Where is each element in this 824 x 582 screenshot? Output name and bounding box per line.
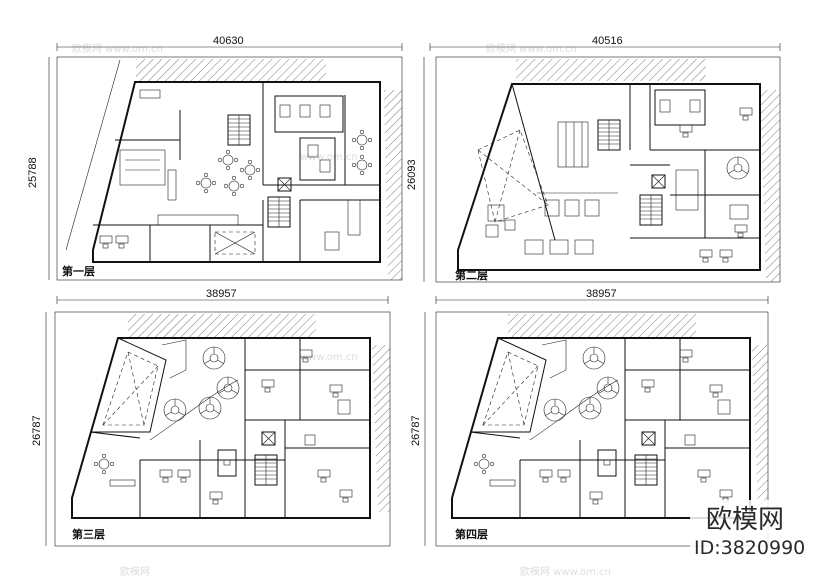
furniture — [99, 89, 373, 255]
watermark-brand: 欧模网 — [706, 505, 784, 535]
hatched-neighbor-top — [508, 314, 696, 338]
height-dimension-label: 25788 — [27, 157, 39, 188]
outer-wall — [451, 337, 751, 519]
dimension-height: 25788 — [27, 57, 50, 280]
svg-text:欧模网 www.om.cn: 欧模网 www.om.cn — [486, 43, 577, 55]
furniture — [477, 99, 753, 263]
interior-walls — [469, 337, 750, 518]
floor-plan-2: 40516 26093 — [406, 35, 781, 283]
hatched-neighbor-top — [128, 314, 316, 338]
floor-plan-4: 38957 26787 — [410, 288, 769, 547]
watermark: 欧模网 ID:3820990 — [690, 500, 818, 562]
hatched-neighbor-right — [384, 90, 402, 280]
interior-walls — [511, 83, 760, 241]
floor-plan-1: 40630 25788 — [27, 35, 403, 281]
hatched-neighbor-top — [516, 59, 706, 81]
floor-label: 第一层 — [62, 264, 95, 278]
height-dimension-label: 26093 — [406, 159, 418, 190]
svg-text:欧模网 www.om.cn: 欧模网 www.om.cn — [520, 566, 611, 578]
hatched-neighbor-right — [752, 345, 768, 512]
floor-label: 第三层 — [72, 527, 105, 541]
dimension-width: 38957 — [435, 288, 769, 304]
hatched-neighbor-top — [136, 59, 326, 81]
interior-walls — [89, 337, 370, 518]
svg-text:欧模网 www.om.cn: 欧模网 www.om.cn — [72, 43, 163, 55]
dimension-height: 26787 — [410, 312, 426, 546]
svg-text:www.om.cn: www.om.cn — [300, 152, 358, 163]
watermark-id: ID:3820990 — [694, 537, 805, 559]
outer-wall — [457, 83, 761, 271]
height-dimension-label: 26787 — [31, 415, 43, 446]
background-watermarks: 欧模网 www.om.cn 欧模网 www.om.cn www.om.cn ww… — [72, 43, 611, 578]
floor-label: 第四层 — [455, 527, 488, 541]
width-dimension-label: 40630 — [213, 35, 244, 47]
outer-wall — [92, 81, 381, 263]
dimension-width: 40516 — [429, 35, 781, 51]
interior-walls — [93, 82, 380, 262]
dimension-width: 40630 — [56, 35, 403, 51]
dimension-width: 38957 — [56, 288, 389, 304]
hatched-neighbor-right — [760, 90, 780, 282]
svg-text:www.om.cn: www.om.cn — [300, 352, 358, 363]
plan-frame — [54, 311, 391, 547]
hatched-neighbor-right — [372, 345, 390, 512]
plan-frame — [435, 56, 781, 283]
dimension-height: 26787 — [31, 312, 47, 546]
floor-plan-3: 38957 26787 — [31, 288, 391, 547]
furniture — [473, 339, 733, 505]
floor-label: 第二层 — [455, 268, 488, 282]
height-dimension-label: 26787 — [410, 415, 422, 446]
site-boundary — [65, 59, 121, 251]
width-dimension-label: 38957 — [586, 288, 617, 300]
width-dimension-label: 40516 — [592, 35, 623, 47]
width-dimension-label: 38957 — [206, 288, 237, 300]
outer-wall — [71, 337, 371, 519]
dimension-height: 26093 — [406, 57, 425, 282]
svg-text:欧模网: 欧模网 — [120, 566, 150, 578]
furniture — [93, 339, 353, 505]
